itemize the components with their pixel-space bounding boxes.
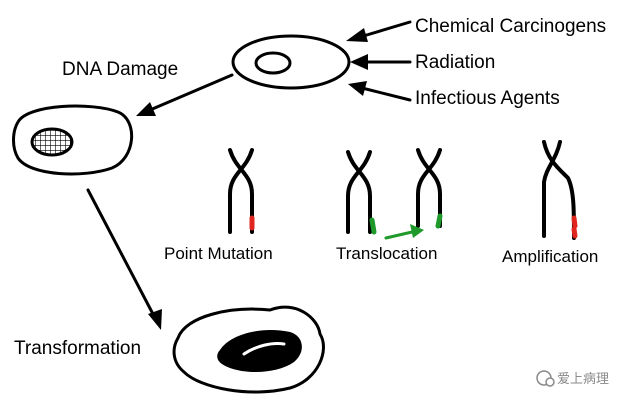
watermark: 爱上病理 [536,370,609,387]
normal-nucleus [254,51,292,75]
point-mutation-chromosome [228,148,255,234]
transformation-arrow [86,188,162,330]
amplification-chromosome [542,140,578,240]
damaged-cell [12,104,133,176]
amplification-label: Amplification [502,247,598,266]
dna-damage-label: DNA Damage [62,59,178,80]
transformed-cell [172,305,325,394]
translocation-label: Translocation [336,244,437,263]
point-mutation-label: Point Mutation [164,244,273,263]
dna-damage-arrow [136,73,234,116]
cause-radiation: Radiation [415,52,495,73]
translocation-chromosome-left [346,150,377,235]
damaged-nucleus [30,127,74,157]
transformed-nucleus [217,330,302,372]
transformation-label: Transformation [14,338,141,359]
normal-cell [231,34,351,90]
translocation-chromosome-right [416,148,443,229]
translocation-arrow [384,224,424,240]
cause-arrows [346,20,412,102]
cause-infectious-agents: Infectious Agents [415,88,560,109]
watermark-text: 爱上病理 [557,372,609,387]
cause-chemical-carcinogens: Chemical Carcinogens [415,16,606,37]
